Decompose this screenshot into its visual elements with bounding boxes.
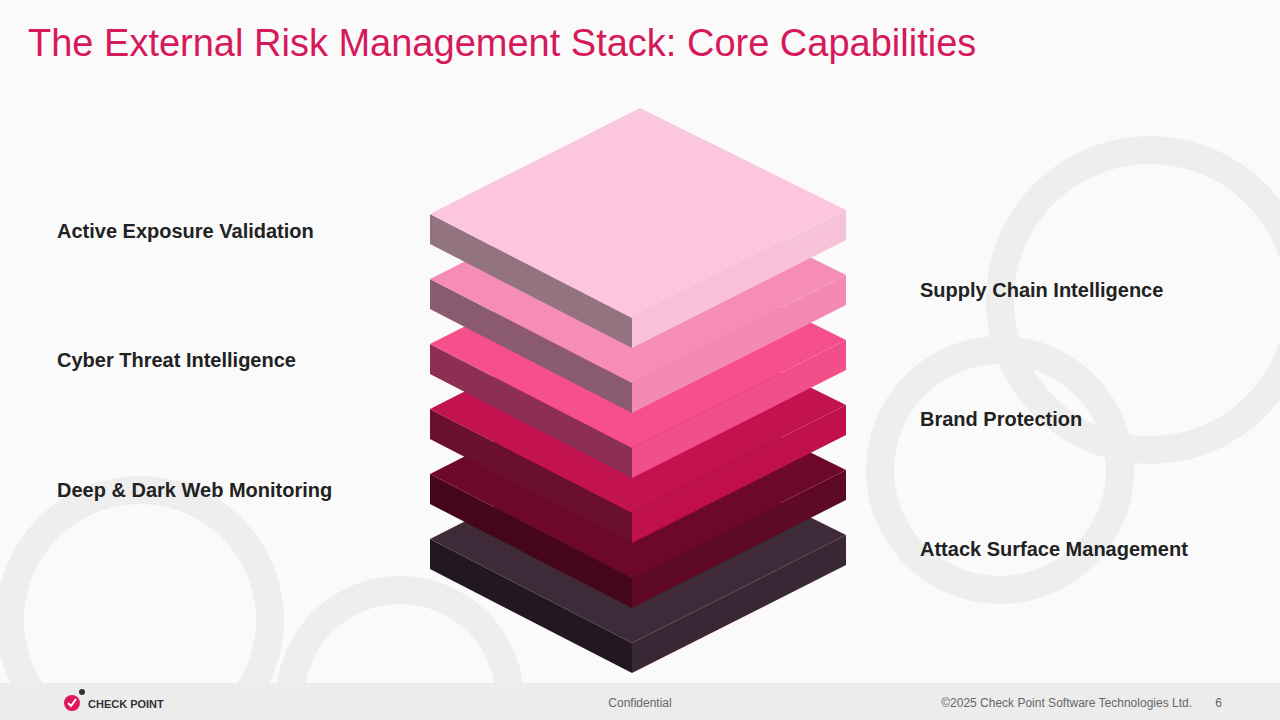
capability-label: Active Exposure Validation — [57, 220, 314, 243]
logo-mark — [64, 695, 80, 711]
capability-label: Supply Chain Intelligence — [920, 279, 1163, 302]
logo-text: CHECK POINT — [88, 698, 164, 710]
logo-dot — [79, 689, 85, 695]
capability-label: Deep & Dark Web Monitoring — [57, 479, 332, 502]
capability-label: Attack Surface Management — [920, 538, 1188, 561]
page-number: 6 — [1215, 696, 1222, 710]
capability-label: Brand Protection — [920, 408, 1082, 431]
copyright-note: ©2025 Check Point Software Technologies … — [941, 696, 1192, 710]
stack-layer — [430, 108, 846, 348]
layer-top-face — [430, 108, 846, 318]
layer-stack — [430, 108, 846, 673]
capability-label: Cyber Threat Intelligence — [57, 349, 296, 372]
slide-title: The External Risk Management Stack: Core… — [28, 22, 976, 65]
footer-bar — [0, 683, 1280, 720]
confidential-note: Confidential — [608, 696, 671, 710]
logo-check — [68, 699, 76, 706]
